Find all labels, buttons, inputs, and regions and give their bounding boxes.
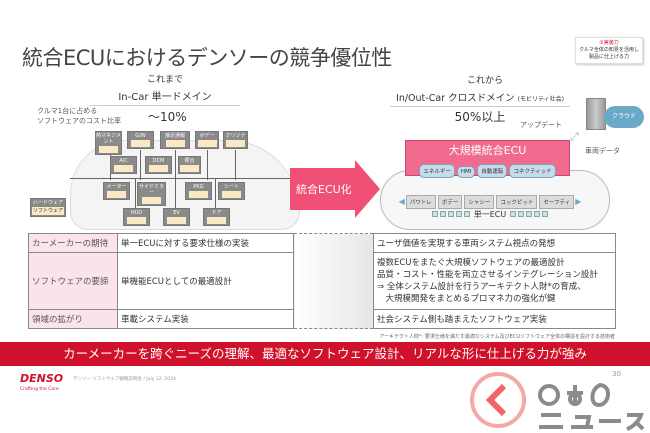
ecu-box: HUD bbox=[123, 208, 150, 226]
callout-heading: ③実装力 bbox=[599, 40, 619, 46]
function-pill: エネルギー bbox=[419, 164, 455, 178]
before-cost: 〜10% bbox=[148, 110, 187, 124]
sync-arrows-icon: ⤢ bbox=[570, 130, 579, 143]
ecu-box: クリソナ bbox=[223, 131, 248, 149]
event-label: デンソー ソフトウェア戦略説明会 / July 12, 2024 bbox=[73, 377, 176, 382]
table-row: ソフトウェアの要諦単機能ECUとしての最適設計複数ECUをまたぐ大規模ソフトウェ… bbox=[28, 252, 616, 310]
tagline: Crafting the Core bbox=[20, 387, 59, 392]
before-label: これまで bbox=[146, 75, 183, 85]
ecu-box: ボデー bbox=[195, 131, 219, 149]
ecu-box: 接近通報 bbox=[160, 131, 190, 149]
comparison-table: カーメーカーの期待単一ECUに対する要求仕様の実装ユーザ価値を実現する車両システ… bbox=[28, 233, 616, 329]
before-domain: In-Car 単一ドメイン bbox=[90, 88, 240, 106]
callout-line: クルマ全体の知見を活用し bbox=[579, 47, 639, 53]
ecu-box: PKG bbox=[185, 182, 212, 200]
callout-box: ③実装力 クルマ全体の知見を活用し 製品に仕上げる力 bbox=[575, 37, 643, 64]
ecu-box: サイドミラー bbox=[137, 182, 166, 206]
ecu-box: ドア bbox=[203, 208, 230, 226]
update-label: アップデート bbox=[520, 121, 562, 129]
function-pill: コネクティッド bbox=[509, 164, 556, 178]
ecu-box: EV bbox=[163, 208, 190, 226]
ecu-box: メーター bbox=[103, 182, 130, 200]
function-pill: 自動運転 bbox=[477, 164, 508, 178]
ecu-box: G/W bbox=[127, 131, 154, 149]
after-label: これから bbox=[466, 76, 503, 86]
ecu-box: 熱マネジメント bbox=[95, 131, 122, 155]
ecu-box: A/C bbox=[110, 156, 137, 174]
ecu-box: 照合 bbox=[178, 156, 201, 174]
vehicle-data-label: 車両データ bbox=[585, 147, 620, 155]
callout-line: 製品に仕上げる力 bbox=[588, 54, 629, 60]
after-cost: 50%以上 bbox=[454, 110, 506, 124]
bus-line bbox=[70, 178, 290, 179]
key-message-banner: カーメーカーを跨ぐニーズの理解、最適なソフトウェア設計、リアルな形に仕上げる力が… bbox=[0, 342, 650, 366]
page-title: 統合ECUにおけるデンソーの競争優位性 bbox=[22, 46, 392, 70]
single-ecu: 単一ECU bbox=[400, 209, 580, 220]
watermark-logo bbox=[470, 372, 526, 428]
function-pill: HMI bbox=[456, 166, 476, 178]
footnote: アーキテクト人財*: 要求仕様を満たす最適なシステム及びECUソフトウェア全体の… bbox=[379, 334, 615, 340]
legend: ハードウェアソフトウェア bbox=[30, 198, 66, 217]
transition-arrow-icon bbox=[290, 160, 380, 218]
cloud-icon: クラウド bbox=[604, 106, 644, 128]
server-icon bbox=[586, 98, 606, 130]
domain-row: ◀パワトレボデーシャシーコックピットセーフティ▶ bbox=[390, 189, 590, 209]
watermark-wordmark-icon bbox=[538, 383, 645, 431]
ecu-box: DCM bbox=[145, 156, 172, 174]
page-number: 30 bbox=[612, 370, 621, 378]
table-row: 領域の拡がり車載システム実装社会システム側も踏まえたソフトウェア実装 bbox=[28, 309, 616, 329]
transition-label: 統合ECU化 bbox=[296, 183, 352, 196]
cost-label: クルマ1台に占めるソフトウェアのコスト比率 bbox=[37, 107, 121, 125]
denso-logo: DENSO bbox=[20, 372, 64, 385]
ecu-box: シート bbox=[218, 182, 245, 200]
after-domain: In/Out-Car クロスドメイン (モビリティ社会) bbox=[390, 90, 570, 107]
table-row: カーメーカーの期待単一ECUに対する要求仕様の実装ユーザ価値を実現する車両システ… bbox=[28, 233, 616, 329]
